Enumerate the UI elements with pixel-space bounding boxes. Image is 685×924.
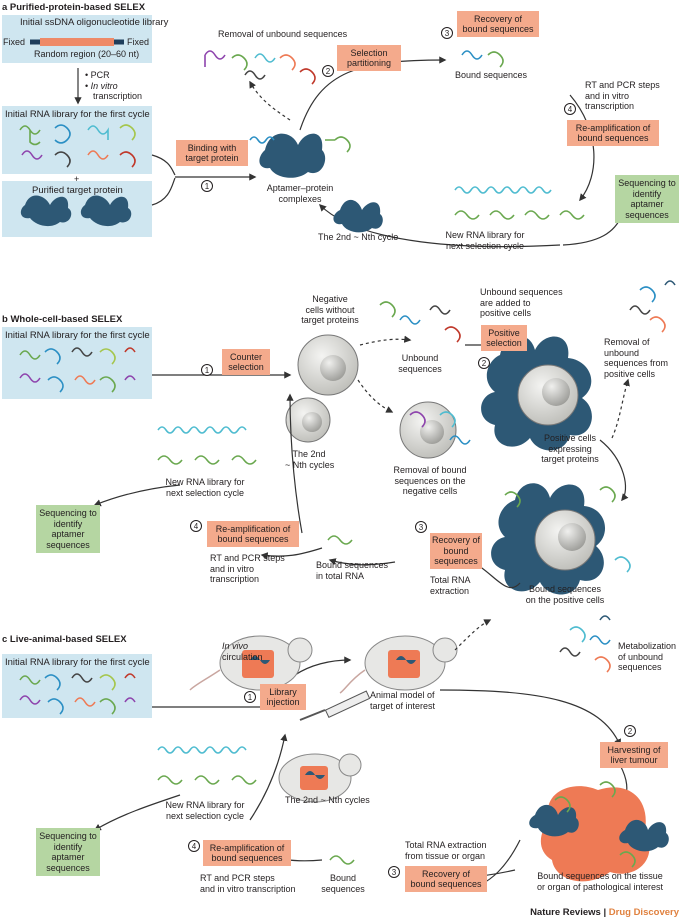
fixed-left-label: Fixed [3, 37, 26, 47]
step-2-a: 2 [322, 65, 334, 77]
initial-rna-library-b: Initial RNA library for the first cycle [5, 330, 150, 341]
mouse-left [189, 635, 313, 691]
journal-footer: Nature Reviews | Drug Discovery [530, 907, 679, 918]
in-vitro-text: In vitro [90, 81, 118, 91]
pcr-text: PCR [90, 70, 110, 80]
step-3-a: 3 [441, 27, 453, 39]
step-4-c: 4 [188, 840, 200, 852]
mouse-bottom [278, 753, 362, 803]
fixed-right-label: Fixed [127, 37, 150, 47]
step-1-a: 1 [201, 180, 213, 192]
pcr-label: • PCR [85, 70, 110, 80]
binding-line2: target protein [185, 153, 239, 163]
step-3-c: 3 [388, 866, 400, 878]
mouse-right [339, 635, 458, 694]
panel-a-heading: a Purified-protein-based SELEX [2, 2, 146, 13]
step-2-c: 2 [624, 725, 636, 737]
transcription-label: transcription [93, 91, 143, 101]
panel-b-graphics [2, 280, 676, 595]
footer-section: Drug Discovery [608, 907, 679, 918]
step-1-b: 1 [201, 364, 213, 376]
step-4-a: 4 [564, 103, 576, 115]
initial-rna-library-a: Initial RNA library for the first cycle [5, 109, 150, 120]
footer-separator: | [600, 907, 609, 918]
panel-a-graphics [2, 15, 624, 248]
step-3-b: 3 [415, 521, 427, 533]
purified-target-label: Purified target protein [32, 185, 123, 196]
in-vitro-label: • In vitro [85, 81, 118, 91]
step-4-b: 4 [190, 520, 202, 532]
random-region-label: Random region (20–60 nt) [34, 49, 140, 59]
footer-journal: Nature Reviews [530, 907, 601, 918]
nth-cycle-label-a: The 2nd ~ Nth cycle [318, 232, 399, 242]
library-title: Initial ssDNA oligonucleotide library [20, 17, 169, 28]
syringe-graphic [299, 690, 371, 721]
step-2-b: 2 [478, 357, 490, 369]
bound-sequences-a: Bound sequences [455, 70, 528, 80]
initial-rna-library-c: Initial RNA library for the first cycle [5, 657, 150, 668]
nth-cycles-label-b: The 2nd~ Nth cycles [285, 449, 335, 470]
binding-line1: Binding with [187, 142, 237, 153]
panel-c-heading: c Live-animal-based SELEX [2, 634, 127, 645]
removal-unbound-label: Removal of unbound sequences [218, 29, 348, 39]
panel-c-graphics [2, 615, 669, 886]
panel-b-heading: b Whole-cell-based SELEX [2, 314, 123, 325]
plus-sign: + [74, 174, 80, 184]
nth-cycles-label-c: The 2nd ~ Nth cycles [285, 795, 370, 805]
step-1-c: 1 [244, 691, 256, 703]
